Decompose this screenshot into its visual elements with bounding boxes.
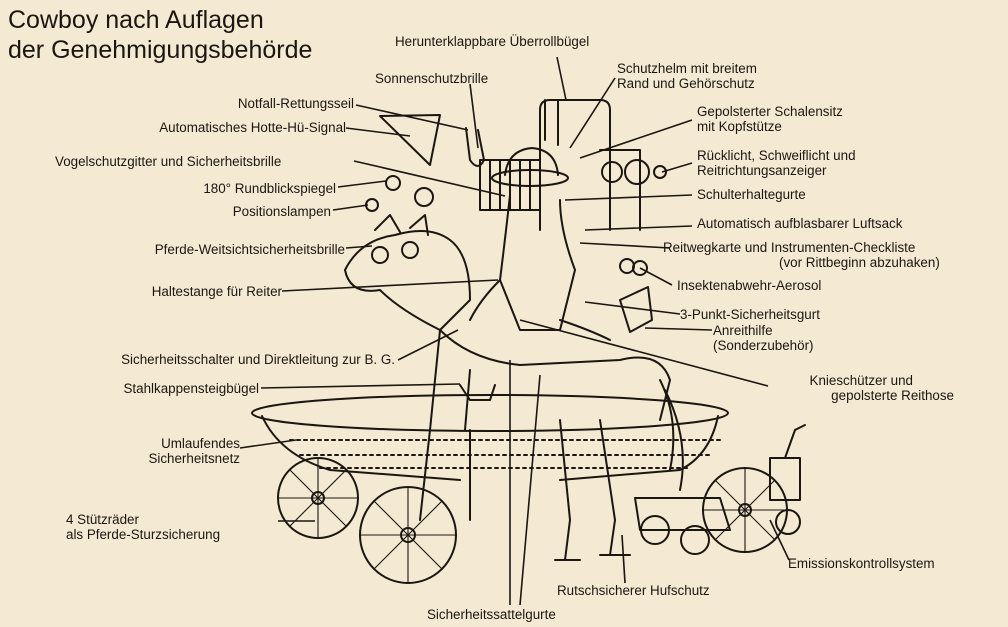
horse-body <box>430 330 670 430</box>
label-schalensitz: Gepolsterter Schalensitz mit Kopfstütze <box>697 104 843 134</box>
label-hotte-hu: Automatisches Hotte-Hü-Signal <box>159 120 346 135</box>
label-stahlkappen-line: Stahlkappensteigbügel <box>123 381 259 396</box>
label-anreithilfe: Anreithilfe (Sonderzubehör) <box>713 323 814 353</box>
label-sicherheitsnetz-line2: Sicherheitsnetz <box>148 451 240 466</box>
label-luftsack: Automatisch aufblasbarer Luftsack <box>697 216 902 231</box>
label-anreithilfe-line1: Anreithilfe <box>713 323 814 338</box>
label-schutzhelm-line2: Rand und Gehörschutz <box>617 76 757 91</box>
label-sicherheitsnetz-line1: Umlaufendes <box>148 436 240 451</box>
emission-cart <box>635 498 730 530</box>
label-stuetzraeder-line1: 4 Stützräder <box>66 512 220 527</box>
leader-lines <box>240 57 789 605</box>
label-sicherheitsnetz: Umlaufendes Sicherheitsnetz <box>148 436 240 466</box>
label-sonnenschutzbrille-line: Sonnenschutzbrille <box>375 71 488 86</box>
label-luftsack-line: Automatisch aufblasbarer Luftsack <box>697 216 902 231</box>
label-anreithilfe-line2: (Sonderzubehör) <box>713 338 814 353</box>
label-positionslampen-line: Positionslampen <box>233 204 331 219</box>
label-vogelschutz: Vogelschutzgitter und Sicherheitsbrille <box>55 154 281 169</box>
label-rundblickspiegel-line: 180° Rundblickspiegel <box>203 181 336 196</box>
label-knieschuetzer: Knieschützer und gepolsterte Reithose <box>810 373 954 403</box>
label-ruecklicht-line1: Rücklicht, Schweiflicht und <box>697 148 856 163</box>
label-schutzhelm-line1: Schutzhelm mit breitem <box>617 61 757 76</box>
label-stuetzraeder: 4 Stützräder als Pferde-Sturzsicherung <box>66 512 220 542</box>
label-schalensitz-line1: Gepolsterter Schalensitz <box>697 104 843 119</box>
label-dreipunkt: 3-Punkt-Sicherheitsgurt <box>680 307 820 322</box>
label-rundblickspiegel: 180° Rundblickspiegel <box>203 181 336 196</box>
label-insektenabwehr-line: Insektenabwehr-Aerosol <box>677 278 821 293</box>
label-reitwegkarte-line1: Reitwegkarte und Instrumenten-Checkliste <box>663 240 940 255</box>
label-stuetzraeder-line2: als Pferde-Sturzsicherung <box>66 527 220 542</box>
label-sattelgurte: Sicherheitssattelgurte <box>427 607 556 622</box>
label-schutzhelm: Schutzhelm mit breitem Rand und Gehörsch… <box>617 61 757 91</box>
label-ruecklicht: Rücklicht, Schweiflicht und Reitrichtung… <box>697 148 856 178</box>
label-haltestange: Haltestange für Reiter <box>152 284 282 299</box>
label-dreipunkt-line: 3-Punkt-Sicherheitsgurt <box>680 307 820 322</box>
label-hotte-hu-line: Automatisches Hotte-Hü-Signal <box>159 120 346 135</box>
label-sonnenschutzbrille: Sonnenschutzbrille <box>375 71 488 86</box>
label-schalensitz-line2: mit Kopfstütze <box>697 119 843 134</box>
label-hufschutz-line: Rutschsicherer Hufschutz <box>557 583 710 598</box>
label-schulterhaltegurte: Schulterhaltegurte <box>697 187 806 202</box>
support-wheels <box>278 458 800 583</box>
label-weitsicht: Pferde-Weitsichtsicherheitsbrille <box>155 242 345 257</box>
label-positionslampen: Positionslampen <box>233 204 331 219</box>
label-reitwegkarte: Reitwegkarte und Instrumenten-Checkliste… <box>663 240 940 270</box>
label-sicherheitsschalter: Sicherheitsschalter und Direktleitung zu… <box>121 352 395 367</box>
label-rettungsseil-line: Notfall-Rettungsseil <box>238 96 354 111</box>
label-insektenabwehr: Insektenabwehr-Aerosol <box>677 278 821 293</box>
label-reitwegkarte-line2: (vor Rittbeginn abzuhaken) <box>663 255 940 270</box>
label-haltestange-line: Haltestange für Reiter <box>152 284 282 299</box>
label-hufschutz: Rutschsicherer Hufschutz <box>557 583 710 598</box>
label-ruecklicht-line2: Reitrichtungsanzeiger <box>697 163 856 178</box>
label-emission-line: Emissionskontrollsystem <box>788 556 935 571</box>
label-ueberrollbuegel: Herunterklappbare Überrollbügel <box>395 34 589 49</box>
label-emission: Emissionskontrollsystem <box>788 556 935 571</box>
label-sicherheitsschalter-line: Sicherheitsschalter und Direktleitung zu… <box>121 352 395 367</box>
label-weitsicht-line: Pferde-Weitsichtsicherheitsbrille <box>155 242 345 257</box>
label-vogelschutz-line: Vogelschutzgitter und Sicherheitsbrille <box>55 154 281 169</box>
label-stahlkappen: Stahlkappensteigbügel <box>123 381 259 396</box>
label-knieschuetzer-line1: Knieschützer und <box>810 373 954 388</box>
label-sattelgurte-line: Sicherheitssattelgurte <box>427 607 556 622</box>
label-rettungsseil: Notfall-Rettungsseil <box>238 96 354 111</box>
label-ueberrollbuegel-line: Herunterklappbare Überrollbügel <box>395 34 589 49</box>
label-schulterhaltegurte-line: Schulterhaltegurte <box>697 187 806 202</box>
rider-body <box>500 195 575 330</box>
label-knieschuetzer-line2: gepolsterte Reithose <box>810 388 954 403</box>
